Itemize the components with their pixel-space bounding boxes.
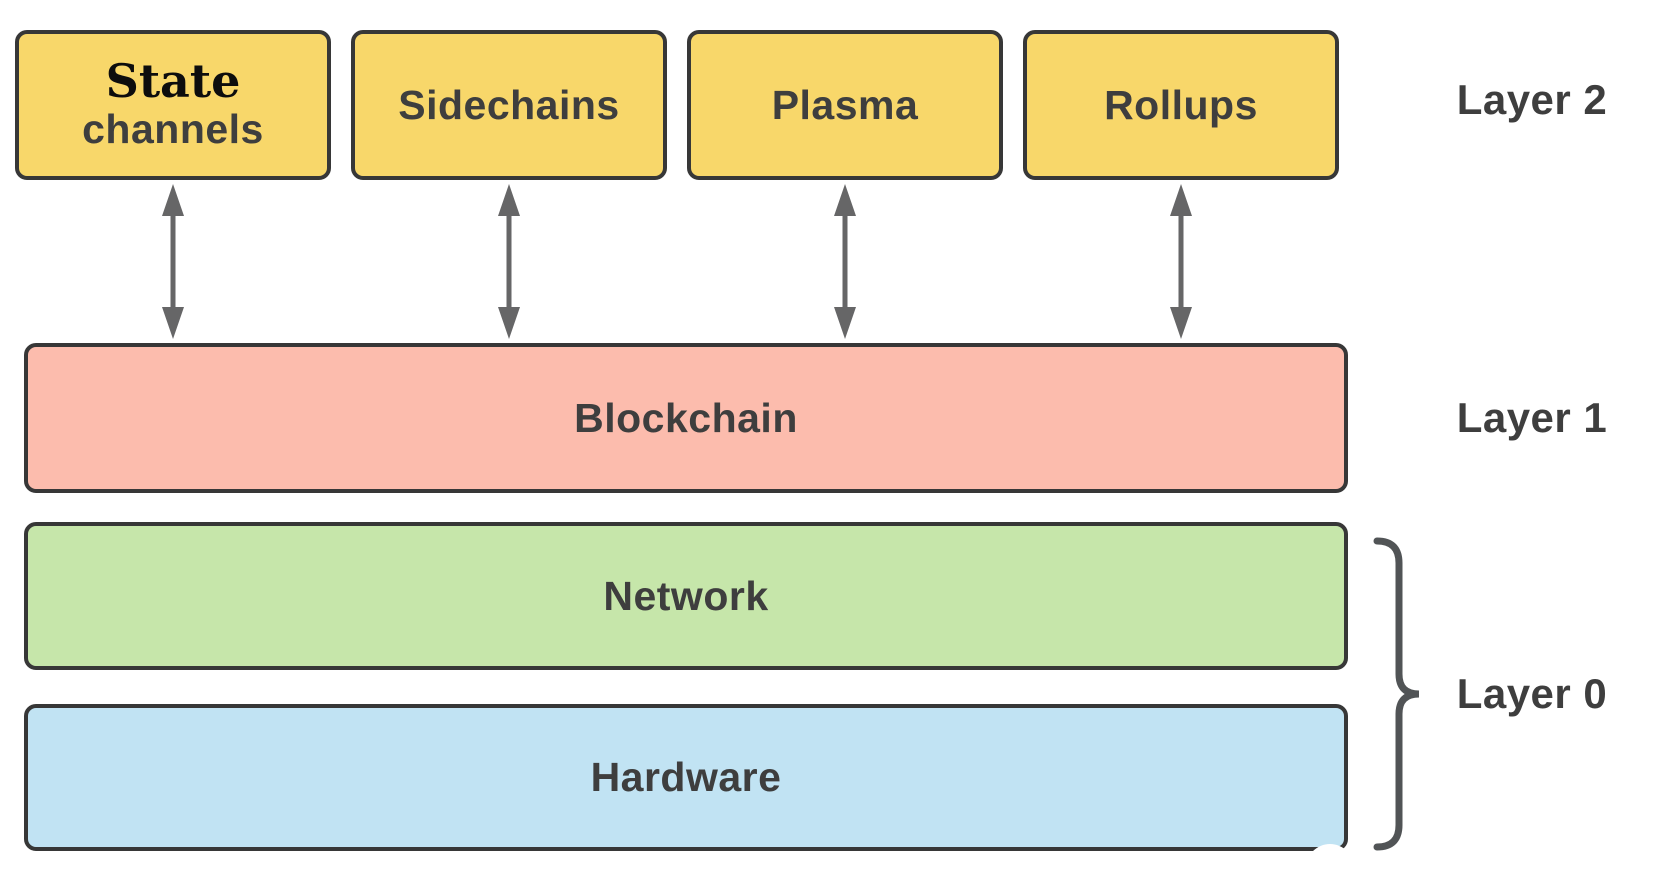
sidechains-label: Sidechains [398, 81, 620, 128]
plasma-label: Plasma [771, 81, 919, 128]
double-arrow-state-channels [162, 184, 184, 339]
rollups-label: Rollups [1104, 81, 1258, 128]
state-channels-line1: State [105, 54, 241, 109]
layer-1-label: Layer 1 [1456, 394, 1608, 441]
double-arrow-plasma [834, 184, 856, 339]
plasma-box: Plasma [687, 30, 1003, 180]
hardware-label: Hardware [590, 754, 782, 800]
layer-0-label: Layer 0 [1456, 670, 1608, 717]
state-channels-box: State channels [15, 30, 331, 180]
state-channels-line2: channels [82, 105, 264, 152]
rollups-box: Rollups [1023, 30, 1339, 180]
sidechains-box: Sidechains [351, 30, 667, 180]
blockchain-box: Blockchain [24, 343, 1348, 493]
network-label: Network [603, 572, 769, 619]
double-arrow-sidechains [498, 184, 520, 339]
network-box: Network [24, 522, 1348, 670]
hardware-box: Hardware [24, 704, 1348, 851]
double-arrow-rollups [1170, 184, 1192, 339]
blockchain-label: Blockchain [574, 394, 798, 441]
layer-2-label: Layer 2 [1456, 76, 1608, 123]
